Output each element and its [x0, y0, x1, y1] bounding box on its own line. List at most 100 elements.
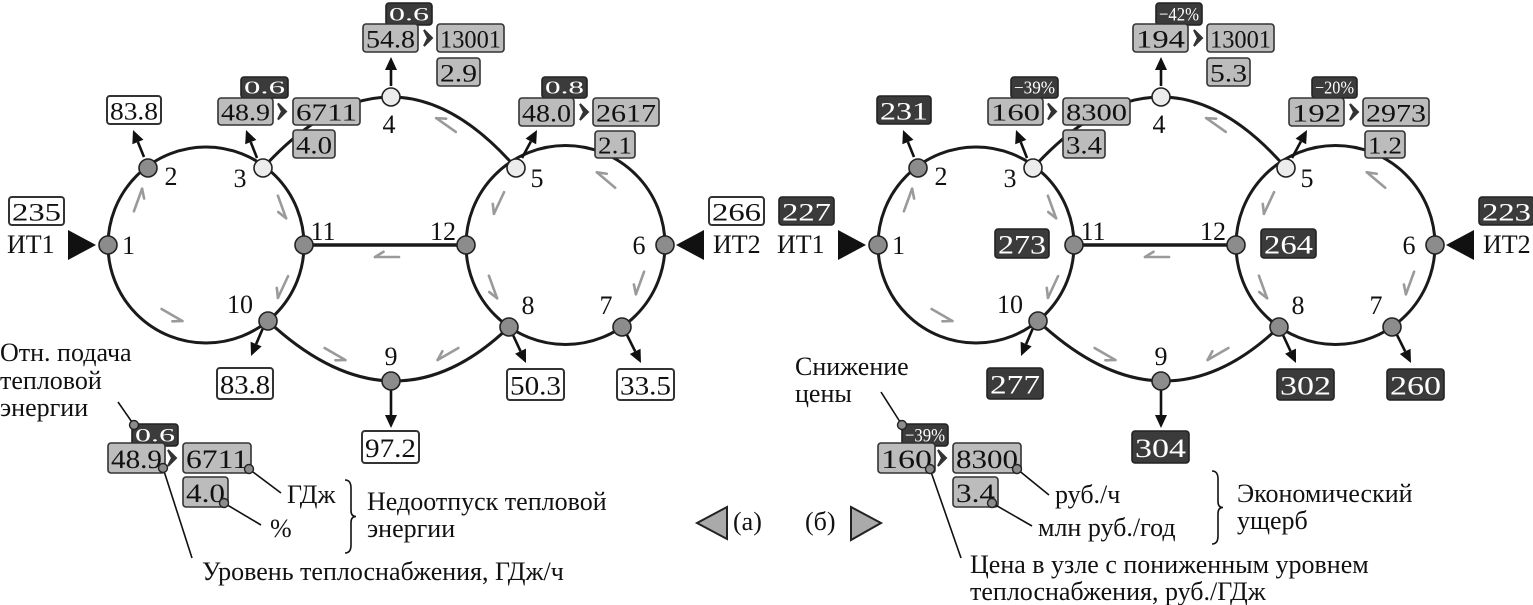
source-it1-supply: 227	[778, 196, 835, 227]
panel-b-label: (б)	[805, 507, 836, 536]
callout-dot-icon	[986, 497, 998, 509]
n3-shortfall-frame	[292, 97, 361, 126]
chevron-icon	[167, 449, 178, 467]
arrowhead-icon	[385, 415, 397, 428]
node-2	[908, 158, 928, 178]
n5-percent-value: 1.2	[1368, 134, 1402, 160]
consumer-arrow-node-9	[385, 390, 397, 428]
flow-direction-arrow-icon	[1046, 194, 1058, 220]
consumer-node-10-value: 277	[990, 371, 1040, 400]
n4-shortfall: 13001	[1206, 23, 1275, 54]
node-10	[1028, 311, 1048, 331]
node-number-10: 10	[227, 290, 253, 319]
consumer-node-10: 83.8	[216, 367, 274, 400]
n5-ratio-badge-value: −20%	[1315, 78, 1354, 98]
n3-ratio-badge-value: −39%	[1014, 78, 1055, 98]
consumer-node-7-frame	[1386, 368, 1445, 401]
flow-direction-arrow-icon	[1204, 116, 1228, 134]
legend-level: 160	[877, 442, 936, 474]
callout-dot-icon	[128, 419, 140, 431]
consumer-arrow-node-8	[1281, 334, 1296, 363]
consumer-arrow-node-5	[1290, 130, 1307, 159]
consumer-node-7: 33.5	[616, 368, 675, 401]
legend-b-unit-shortfall: руб./ч	[1055, 480, 1120, 509]
n4-ratio-badge: 0.6	[385, 2, 433, 26]
consumer-arrow-node-10	[250, 327, 265, 356]
flow-direction-arrow-icon	[632, 270, 646, 296]
arrowhead-icon	[1155, 57, 1167, 70]
n4-level-value: 194	[1136, 27, 1186, 54]
arrowhead-icon	[385, 57, 397, 70]
node-number-6: 6	[633, 231, 646, 260]
node-8	[499, 317, 519, 337]
n4-ratio-badge-value: 0.6	[389, 5, 429, 26]
n4-level: 194	[1132, 23, 1189, 54]
flow-direction-arrow-icon	[1365, 170, 1387, 190]
n5-level-value: 48.0	[522, 101, 571, 128]
n4-ratio-badge-value: −42%	[1159, 5, 1199, 26]
n3-ratio-badge: −39%	[1010, 76, 1059, 99]
consumer-arrow-node-7	[625, 334, 641, 363]
chevron-icon	[423, 29, 434, 47]
legend-b-ratio-caption-line1: Снижение	[795, 352, 909, 381]
legend-b-group-caption-line1: Экономический	[1237, 479, 1413, 508]
consumer-node-2-value: 231	[880, 99, 928, 126]
consumer-node-10: 277	[986, 367, 1044, 400]
flow-direction-arrow-icon	[487, 274, 499, 300]
legend-percent-frame	[952, 476, 999, 508]
n5-ratio-badge: −20%	[1311, 76, 1358, 99]
panel-b-pointer-icon	[850, 505, 884, 542]
legend-a-ratio-caption-line1: Отн. подача	[0, 338, 132, 367]
n4-percent-frame	[1206, 57, 1251, 87]
n3-shortfall-value: 6711	[296, 101, 357, 127]
consumer-arrow-node-3	[245, 130, 259, 159]
flow-direction-arrow-icon	[275, 274, 290, 300]
n5-shortfall-value: 2973	[1366, 101, 1426, 128]
node-number-8: 8	[1292, 291, 1305, 320]
n4-percent: 5.3	[1206, 57, 1251, 88]
node-3	[1023, 158, 1043, 178]
n3-level: 160	[987, 97, 1044, 127]
n5-level: 192	[1288, 97, 1345, 128]
consumer-node-9-value: 97.2	[365, 434, 416, 463]
flow-direction-arrow-icon	[1261, 190, 1276, 216]
legend-a-ratio-caption-line3: энергии	[0, 393, 88, 422]
flow-direction-arrow-icon	[132, 187, 146, 213]
consumer-arrow-node-4	[1155, 57, 1167, 86]
node-number-1: 1	[122, 231, 135, 260]
consumer-arrow-node-3	[1015, 130, 1029, 159]
n3-percent: 4.0	[292, 129, 336, 160]
n3-level-value: 48.9	[221, 101, 270, 127]
consumer-node-9-value: 304	[1135, 434, 1186, 463]
source-it1-supply-value: 227	[782, 200, 831, 227]
arrowhead-icon	[250, 341, 262, 356]
consumer-node-10-value: 83.8	[220, 371, 270, 400]
source-it1-label: ИТ1	[777, 230, 825, 259]
node-number-2: 2	[935, 162, 948, 191]
leader-line	[248, 468, 282, 494]
node-9	[381, 371, 401, 391]
consumer-node-2: 83.8	[106, 95, 162, 126]
arrowhead-icon	[245, 130, 257, 145]
flow-direction-arrow-icon	[902, 187, 916, 213]
legend-a-unit-percent: %	[270, 514, 292, 543]
consumer-arrow-node-10	[1020, 327, 1035, 356]
n5-shortfall: 2973	[1362, 97, 1430, 128]
n4-shortfall-frame	[1206, 23, 1275, 53]
source-it1-supply-frame	[8, 196, 65, 226]
n5-level: 48.0	[518, 97, 575, 128]
n3-percent-frame	[292, 129, 336, 159]
callout-dot-icon	[1011, 463, 1023, 475]
chevron-icon	[937, 449, 948, 467]
legend-shortfall-frame	[952, 442, 1022, 474]
consumer-arrow-node-2	[132, 130, 146, 158]
n5-ratio-badge: 0.8	[541, 76, 588, 99]
consumer-node-9-frame	[361, 430, 420, 464]
node-number-12: 12	[1200, 217, 1226, 246]
chevron-icon	[1047, 102, 1058, 121]
legend-b-brace-icon	[1211, 470, 1224, 545]
node-number-11: 11	[310, 217, 335, 246]
node-number-3: 3	[1004, 164, 1017, 193]
n3-level-frame	[217, 97, 274, 126]
consumer-node-10-frame	[986, 367, 1044, 400]
